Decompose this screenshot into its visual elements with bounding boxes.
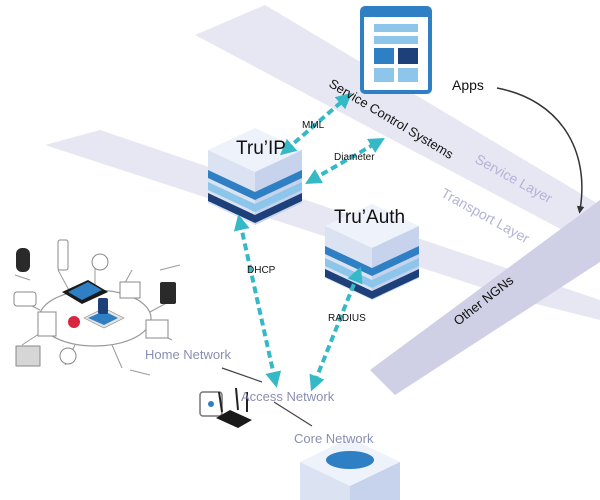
other-ngns-band	[370, 200, 600, 395]
mml-arrow	[279, 92, 353, 156]
transport-layer-band	[45, 130, 600, 320]
smart-home-cluster	[13, 239, 181, 376]
home-network-label: Home Network	[145, 347, 231, 362]
core-network-stack	[300, 438, 400, 500]
access-to-core-line	[273, 401, 313, 427]
apps-label: Apps	[452, 77, 484, 93]
radius-label: RADIUS	[328, 313, 366, 324]
tru-auth-label: Tru’Auth	[334, 207, 405, 228]
dhcp-arrow	[233, 214, 282, 388]
router-icon	[199, 387, 252, 428]
diameter-label: Diameter	[334, 152, 375, 163]
dhcp-label: DHCP	[247, 265, 276, 276]
window-icon	[360, 6, 432, 94]
mml-label: MML	[302, 120, 325, 131]
service-layer-band	[195, 5, 600, 250]
diameter-arrow	[305, 138, 385, 184]
access-network-label: Access Network	[241, 389, 335, 404]
home-to-access-line	[221, 367, 263, 383]
tru-ip-label: Tru’IP	[236, 138, 286, 159]
apps-arrow	[496, 87, 585, 214]
core-network-label: Core Network	[294, 431, 374, 446]
radius-arrow	[309, 266, 363, 392]
